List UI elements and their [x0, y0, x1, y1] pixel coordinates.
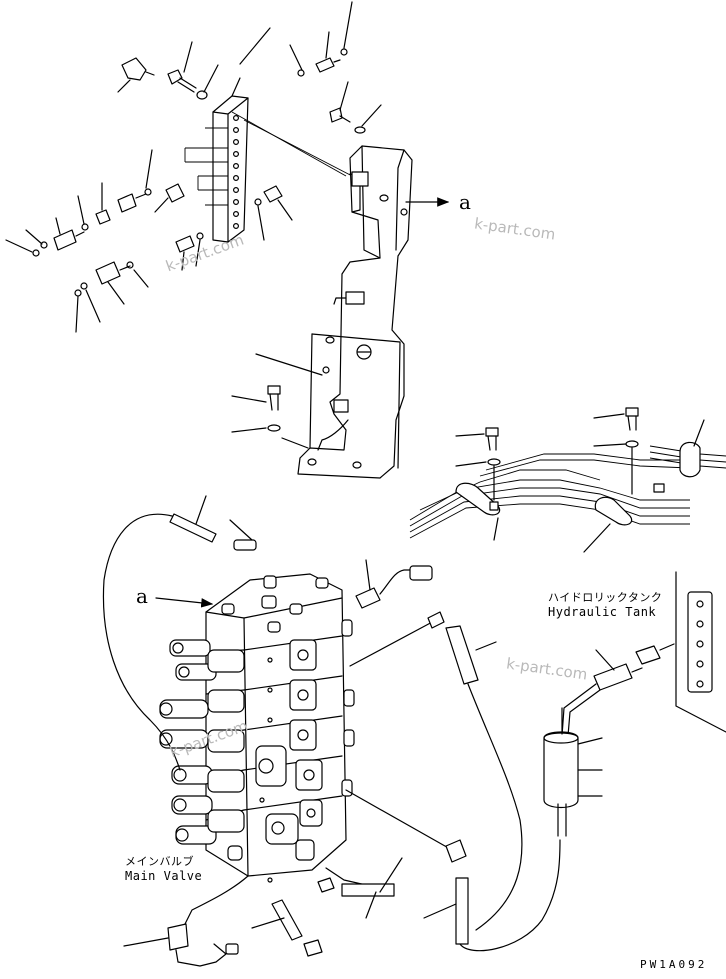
manifold-block: [184, 95, 249, 243]
main-valve: [102, 495, 355, 883]
pressure-switch-pipe: [123, 559, 561, 967]
hydraulic-tank-label-en: Hydraulic Tank: [548, 605, 657, 619]
callout-a-left: a: [136, 584, 148, 608]
main-valve-label-en: Main Valve: [125, 869, 203, 883]
fittings-top-left: [5, 1, 382, 333]
hydraulic-tank-label-jp: ハイドロリックタンク: [548, 591, 663, 604]
tube-clamps: [409, 407, 726, 553]
line-filter: [543, 707, 603, 837]
mounting-bracket: [255, 145, 413, 479]
callout-a-top: a: [459, 190, 471, 214]
drawing-code: PW1A092: [640, 958, 708, 971]
leader-lines: [231, 111, 357, 179]
main-valve-label-jp: メインバルブ: [125, 855, 194, 868]
arrow-to-valve: [155, 597, 214, 608]
bolt-washer-bracket: [231, 385, 309, 449]
hydraulic-tank: [561, 571, 726, 737]
